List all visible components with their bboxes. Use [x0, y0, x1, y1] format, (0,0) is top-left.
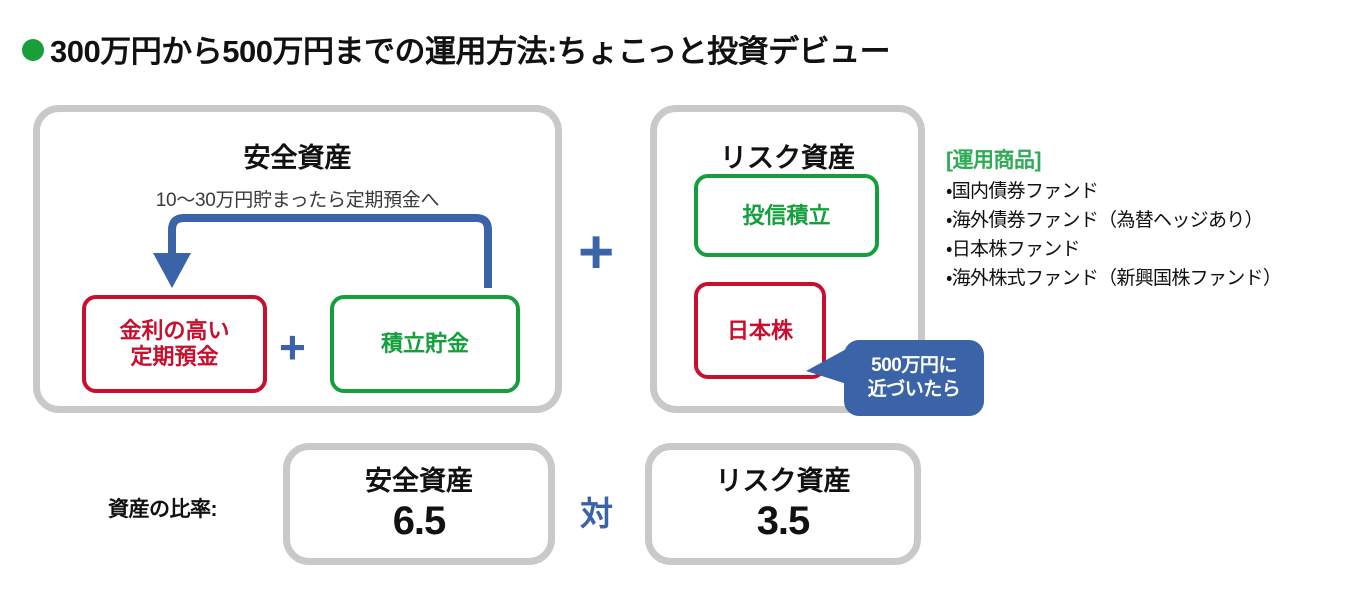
product-list: [運用商品] ・国内債券ファンド ・海外債券ファンド（為替ヘッジあり） ・日本株…: [946, 144, 1346, 294]
ratio-card-risk-asset: リスク資産 3.5: [645, 443, 921, 565]
box-japanese-stocks-label: 日本株: [726, 317, 793, 343]
box-mutual-fund-accumulation-label: 投信積立: [742, 202, 831, 228]
page-title-text: 300万円から500万円までの運用方法:ちょこっと投資デビュー: [50, 34, 891, 69]
risk-asset-title: リスク資産: [720, 143, 855, 173]
callout-bubble: 500万円に 近づいたら: [844, 340, 984, 416]
safe-asset-card: 安全資産 10〜30万円貯まったら定期預金へ 金利の高い 定期預金 + 積立貯金: [33, 105, 562, 413]
box-installment-savings-label: 積立貯金: [380, 331, 469, 357]
product-list-item: ・海外株式ファンド（新興国株ファンド）: [946, 267, 1282, 289]
box-mutual-fund-accumulation[interactable]: 投信積立: [694, 174, 879, 257]
box-installment-savings[interactable]: 積立貯金: [330, 295, 520, 393]
box-high-interest-time-deposit-label: 金利の高い 定期預金: [119, 318, 230, 369]
safe-asset-subtitle: 10〜30万円貯まったら定期預金へ: [155, 190, 440, 211]
safe-asset-title: 安全資産: [243, 143, 352, 173]
plus-icon-main: +: [578, 218, 615, 287]
product-list-item: ・日本株ファンド: [946, 238, 1081, 260]
product-list-item: ・海外債券ファンド（為替ヘッジあり）: [946, 209, 1264, 231]
page-title: 300万円から500万円までの運用方法:ちょこっと投資デビュー: [22, 26, 891, 71]
callout-line-2: 近づいたら: [867, 379, 961, 400]
box-high-interest-time-deposit[interactable]: 金利の高い 定期預金: [82, 295, 267, 393]
plus-icon-inner: +: [279, 321, 306, 373]
product-list-item: ・国内債券ファンド: [946, 181, 1099, 202]
callout-tail-triangle-icon: [806, 347, 850, 385]
green-circle-bullet-icon: [22, 38, 44, 61]
ratio-risk-value: 3.5: [756, 498, 811, 543]
ratio-safe-value: 6.5: [392, 498, 447, 543]
box-japanese-stocks[interactable]: 日本株: [694, 282, 826, 379]
curved-transfer-arrow-icon: [153, 214, 492, 288]
callout-line-1: 500万円に: [871, 354, 957, 376]
ratio-safe-name: 安全資産: [365, 465, 473, 496]
ratio-card-safe-asset: 安全資産 6.5: [283, 443, 555, 565]
ratio-label: 資産の比率:: [108, 498, 218, 521]
ratio-risk-name: リスク資産: [715, 465, 851, 496]
product-list-heading: [運用商品]: [946, 149, 1042, 172]
ratio-versus-label: 対: [580, 495, 613, 532]
